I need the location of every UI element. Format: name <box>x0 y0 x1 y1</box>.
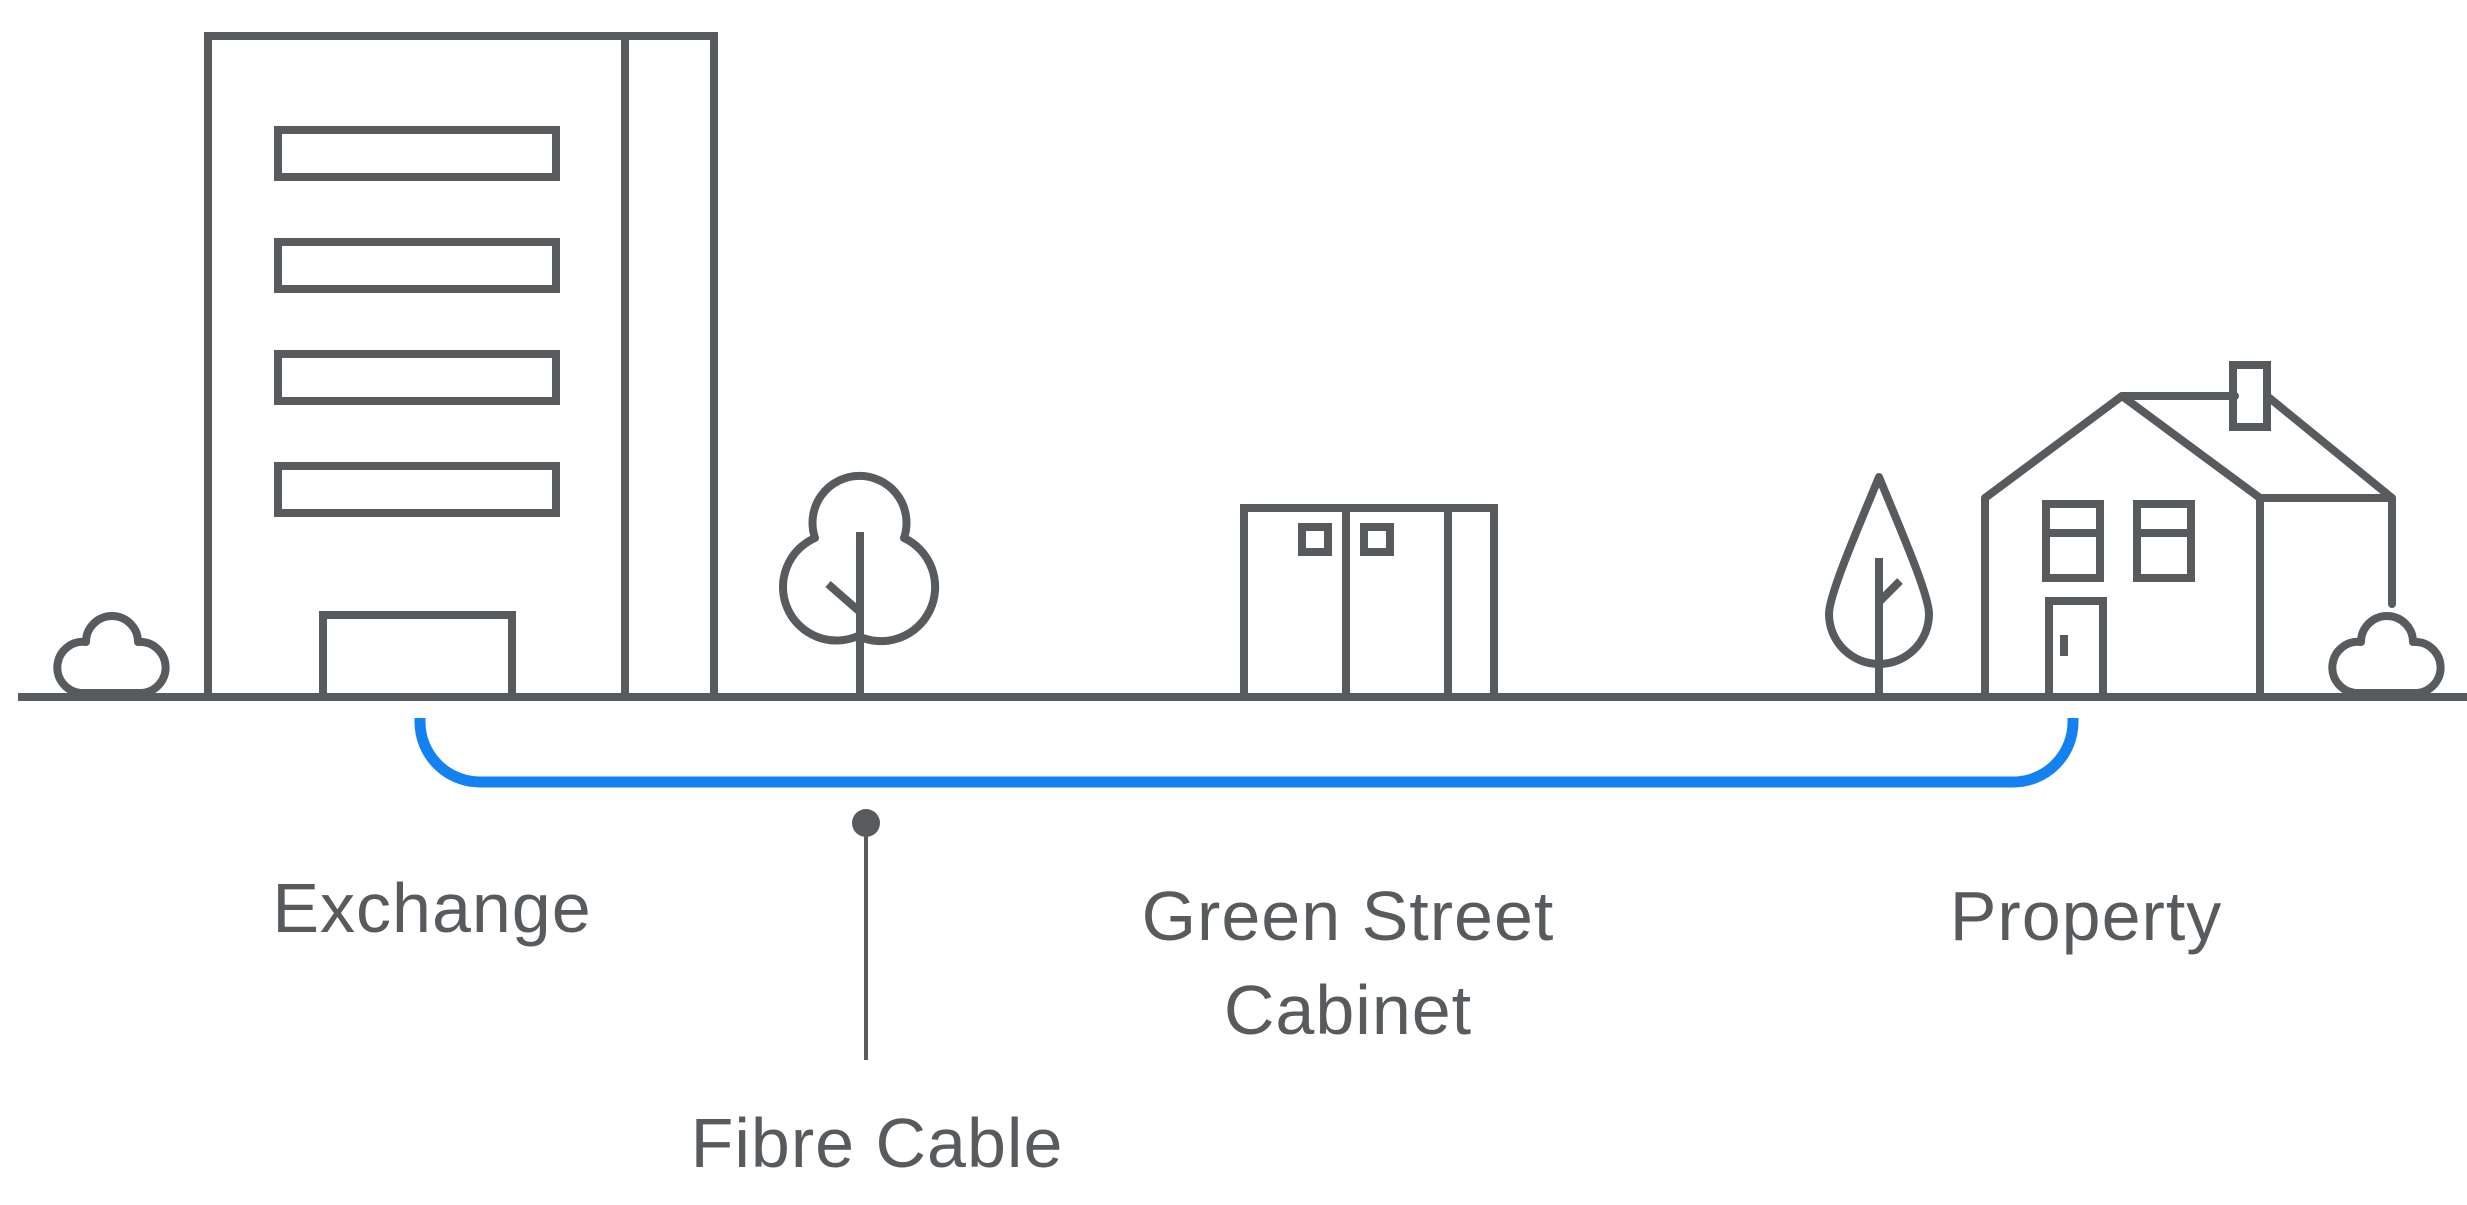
fibre-cable-line <box>414 718 2079 788</box>
poplar-tree-icon <box>1825 473 1933 697</box>
deciduous-tree-icon <box>779 471 940 697</box>
fibre-cable-pointer <box>852 809 880 1060</box>
house-icon <box>1981 361 2396 701</box>
office-building-icon <box>204 32 718 701</box>
exchange-label: Exchange <box>272 869 591 947</box>
property-label: Property <box>1950 877 2223 955</box>
cabinet-label-line1: Green Street <box>1142 877 1555 955</box>
street-cabinet-icon <box>1240 504 1498 701</box>
bush-icon <box>2328 612 2445 697</box>
cabinet-label-line2: Cabinet <box>1224 971 1472 1049</box>
bush-icon <box>53 612 170 697</box>
fibre-cable-label: Fibre Cable <box>691 1104 1064 1182</box>
